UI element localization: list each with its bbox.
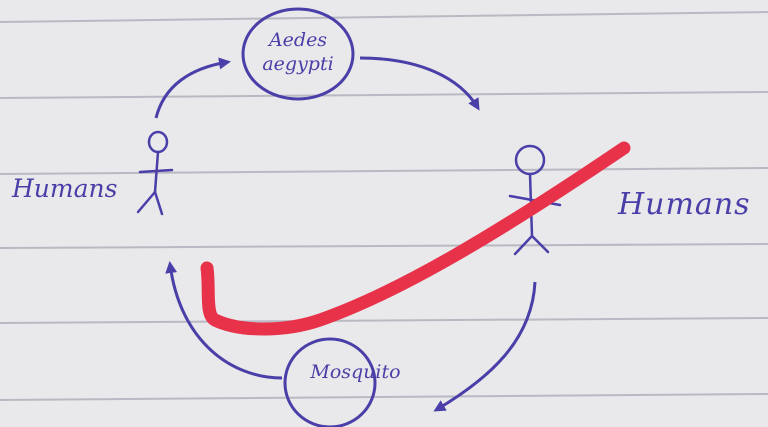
mosquito-label: Mosquito (310, 361, 401, 383)
arrow-aedes-to-right-human (359, 56, 480, 111)
right-human-label: Humans (618, 187, 751, 222)
aedes-circle (241, 7, 355, 101)
arrow-left-human-to-aedes (154, 57, 231, 119)
ruled-lines (0, 11, 768, 401)
aedes-label-line1: Aedes (268, 29, 328, 51)
arrow-right-human-to-mosquito (433, 281, 537, 412)
red-checkmark (200, 141, 631, 336)
aedes-label-line2: aegypti (262, 53, 334, 75)
left-human-label: Humans (12, 174, 118, 203)
aedes-label: Aedes aegypti (238, 28, 358, 76)
left-human-figure (136, 130, 174, 216)
arrow-mosquito-to-left-human (165, 261, 283, 380)
mosquito-circle (283, 337, 377, 427)
